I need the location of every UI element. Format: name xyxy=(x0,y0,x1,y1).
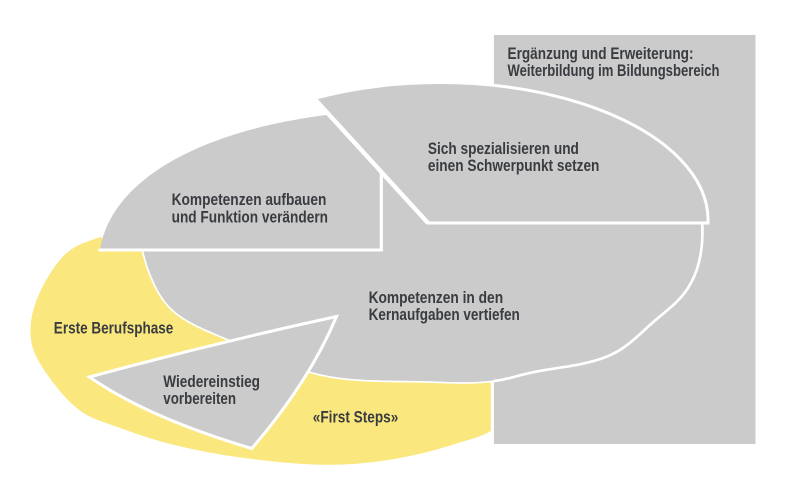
svg-text:Kernaufgaben vertiefen: Kernaufgaben vertiefen xyxy=(369,306,520,324)
svg-text:Wiedereinstieg: Wiedereinstieg xyxy=(163,373,260,391)
svg-text:und Funktion verändern: und Funktion verändern xyxy=(172,209,328,227)
svg-text:Ergänzung und Erweiterung:: Ergänzung und Erweiterung: xyxy=(508,45,694,63)
svg-text:«First Steps»: «First Steps» xyxy=(313,409,399,427)
svg-text:Kompetenzen in den: Kompetenzen in den xyxy=(369,289,504,307)
svg-text:einen Schwerpunkt setzen: einen Schwerpunkt setzen xyxy=(428,157,600,175)
svg-text:Kompetenzen aufbauen: Kompetenzen aufbauen xyxy=(172,191,327,209)
svg-text:vorbereiten: vorbereiten xyxy=(163,390,236,408)
svg-text:Erste Berufsphase: Erste Berufsphase xyxy=(54,320,174,338)
svg-text:Weiterbildung im Bildungsberei: Weiterbildung im Bildungsbereich xyxy=(508,62,720,80)
svg-text:Sich spezialisieren und: Sich spezialisieren und xyxy=(428,140,579,158)
